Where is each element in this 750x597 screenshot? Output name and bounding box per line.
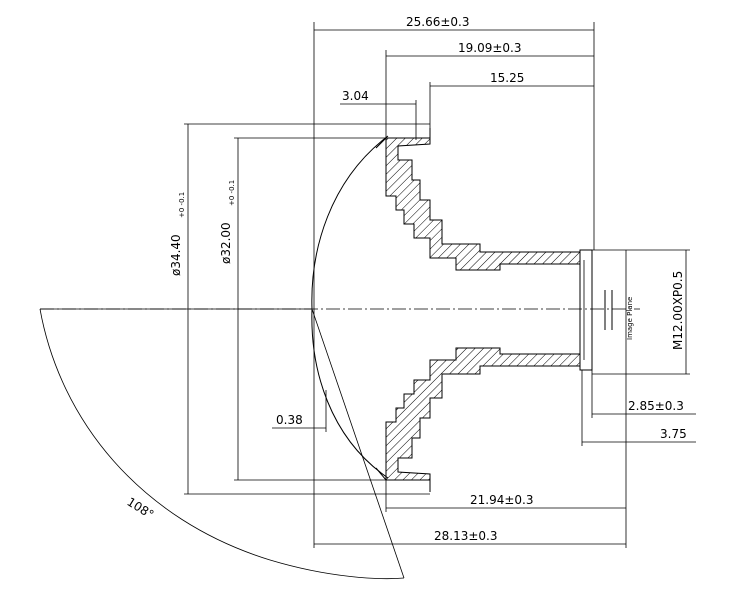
dim-25-66: 25.66±0.3 xyxy=(406,15,470,29)
dim-3-75: 3.75 xyxy=(660,427,687,441)
dim-32-00: ø32.00 xyxy=(219,222,233,264)
dim-15-25: 15.25 xyxy=(490,71,524,85)
front-lip-top xyxy=(375,128,431,149)
dim-34-40: ø34.40 xyxy=(169,234,183,276)
front-lip-bottom xyxy=(375,467,431,492)
fov-label: 108° xyxy=(124,495,156,522)
dim-0-38: 0.38 xyxy=(276,413,303,427)
fov-wedge xyxy=(39,308,405,580)
dim-thread: M12.00XP0.5 xyxy=(671,271,685,350)
image-plane-label: Image Plane xyxy=(626,297,634,340)
dim-28-13: 28.13±0.3 xyxy=(434,529,498,543)
fov-line-1 xyxy=(311,308,405,579)
housing-bottom xyxy=(385,347,581,481)
dim-3-04: 3.04 xyxy=(342,89,369,103)
dim-19-09: 19.09±0.3 xyxy=(458,41,522,55)
dim-21-94: 21.94±0.3 xyxy=(470,493,534,507)
front-lens-arc xyxy=(311,135,389,479)
dim-32-00-tol: +0 -0.1 xyxy=(228,180,236,206)
housing-top xyxy=(385,137,581,271)
dim-2-85: 2.85±0.3 xyxy=(628,399,684,413)
rear-barrel xyxy=(579,249,593,371)
dim-34-40-tol: +0 -0.1 xyxy=(178,192,186,218)
